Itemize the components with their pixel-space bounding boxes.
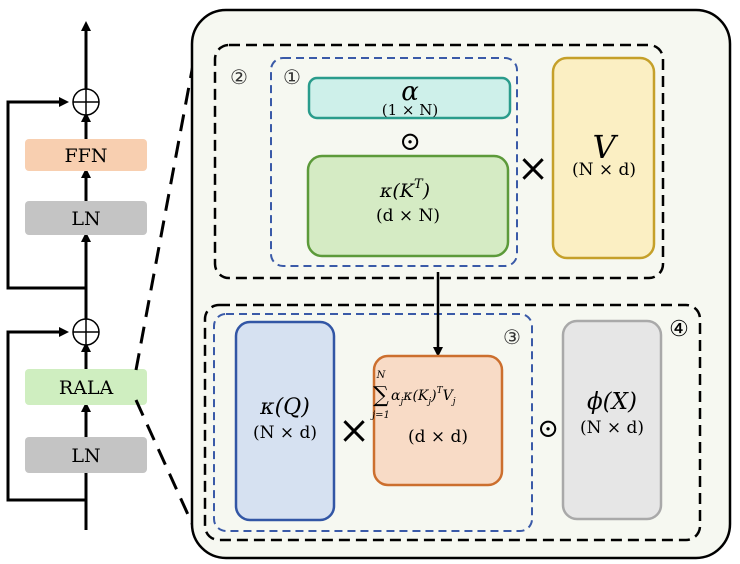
residual-upper [6, 97, 86, 290]
ln-label-lower: LN [71, 445, 100, 467]
residual-lower [6, 327, 86, 502]
ffn-label: FFN [65, 145, 108, 167]
alpha-symbol: α [401, 77, 419, 107]
sum-top: N [376, 370, 387, 381]
kappa-k-label: κ(KT) [379, 177, 430, 202]
region-two-border [213, 43, 665, 280]
v-box [551, 56, 656, 260]
sum-term: αjκ(Kj)TVj [391, 386, 456, 407]
kappa-k-box [306, 154, 510, 258]
odot-bottom: ⊙ [537, 414, 559, 444]
marker-two: ② [230, 65, 248, 89]
zoom-line-bottom [134, 399, 197, 531]
ln-label-upper: LN [71, 208, 100, 230]
region-three-border [213, 313, 533, 532]
region-one-border [270, 57, 518, 267]
kappa-q-dim: (N × d) [253, 423, 317, 443]
sum-dim: (d × d) [408, 427, 468, 447]
ffn-box [25, 139, 147, 171]
ln-box-upper [25, 201, 147, 235]
sum-bottom: j=1 [370, 410, 390, 421]
sum-formula: N ∑ j=1 αjκ(Kj)TVj [370, 370, 456, 421]
rala-box [25, 369, 147, 405]
rala-label: RALA [59, 377, 114, 399]
transformer-block: FFN LN RALA LN [6, 21, 147, 530]
kappa-q-box [234, 320, 336, 522]
phi-dim: (N × d) [580, 418, 644, 438]
marker-one: ① [283, 65, 301, 89]
sum-box [372, 354, 504, 487]
phi-label: ϕ(X) [587, 389, 637, 415]
phi-box [561, 319, 663, 521]
v-symbol: V [592, 128, 618, 166]
region-four-border [203, 303, 702, 542]
v-dim: (N × d) [572, 160, 636, 180]
kappa-k-dim: (d × N) [376, 206, 440, 226]
marker-four: ④ [669, 317, 689, 342]
times-top: × [517, 146, 549, 190]
marker-three: ③ [503, 325, 521, 349]
alpha-box [307, 76, 512, 120]
add-node-upper [72, 88, 100, 116]
times-bottom: × [338, 408, 370, 452]
ln-box-lower [25, 437, 147, 473]
add-node-lower [72, 318, 100, 346]
sum-symbol: ∑ [373, 383, 389, 408]
kappa-q-label: κ(Q) [259, 395, 310, 420]
odot-top: ⊙ [399, 127, 421, 157]
alpha-dim: (1 × N) [382, 101, 438, 119]
